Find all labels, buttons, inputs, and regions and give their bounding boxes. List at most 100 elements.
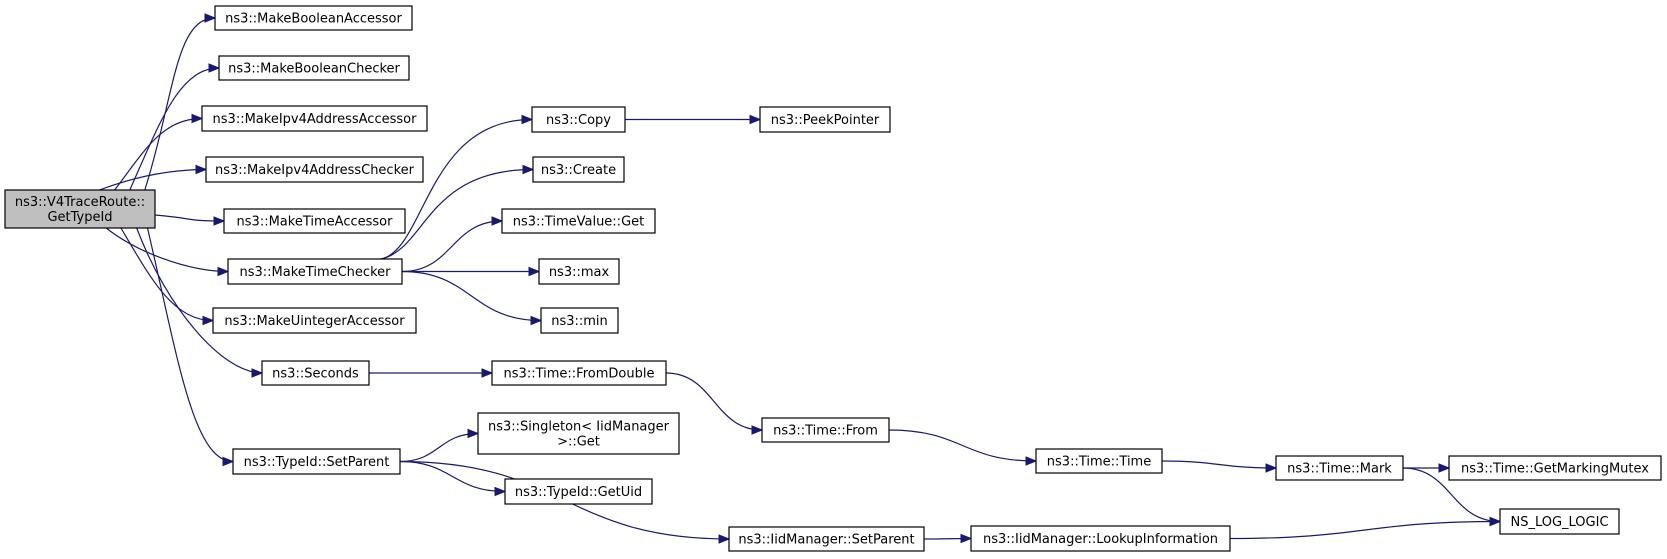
node-label: ns3::MakeIpv4AddressAccessor [213, 112, 418, 127]
node-timevalue-get[interactable]: ns3::TimeValue::Get [501, 208, 656, 234]
node-label: ns3::MakeIpv4AddressChecker [215, 163, 415, 178]
node-label: ns3::V4TraceRoute:: [15, 195, 145, 210]
node-box [970, 525, 1231, 552]
node-iidmanager-set-parent[interactable]: ns3::IidManager::SetParent [728, 526, 925, 552]
node-make-ipv4-address-checker[interactable]: ns3::MakeIpv4AddressChecker [205, 156, 424, 183]
node-make-time-checker[interactable]: ns3::MakeTimeChecker [227, 258, 403, 285]
node-label: ns3::MakeTimeChecker [240, 265, 392, 280]
node-box [532, 156, 625, 183]
node-typeid-set-parent[interactable]: ns3::TypeId::SetParent [232, 448, 401, 475]
node-box [477, 412, 680, 455]
edge-root-to-make_boolean_accessor [144, 17, 216, 191]
arrowhead [222, 456, 235, 467]
node-time-from[interactable]: ns3::Time::From [761, 417, 890, 443]
edge-root-to-make_time_checker [105, 227, 229, 273]
node-create[interactable]: ns3::Create [532, 156, 625, 183]
edge-make_time_checker-to-min [401, 270, 542, 322]
arrowhead [195, 164, 208, 175]
arrowhead [467, 428, 480, 439]
node-label: ns3::Time::Time [1047, 455, 1151, 470]
node-max[interactable]: ns3::max [538, 258, 620, 285]
arrowhead [217, 266, 230, 277]
arrowhead [213, 216, 226, 226]
arrowhead [530, 315, 543, 326]
node-box [1448, 455, 1662, 481]
node-time-from-double[interactable]: ns3::Time::FromDouble [491, 360, 667, 386]
node-seconds[interactable]: ns3::Seconds [261, 360, 370, 386]
edge-make_time_checker-to-create [380, 168, 534, 260]
node-label: ns3::MakeTimeAccessor [237, 215, 394, 230]
arrowhead [522, 164, 535, 175]
node-box [540, 307, 619, 334]
edge-root-to-make_boolean_checker [129, 67, 220, 191]
node-time-mark[interactable]: ns3::Time::Mark [1275, 455, 1404, 481]
edge-make_time_checker-to-copy [380, 118, 533, 260]
node-box [201, 105, 428, 132]
node-min[interactable]: ns3::min [540, 307, 619, 334]
arrowhead [1438, 463, 1451, 473]
node-box [1035, 448, 1163, 474]
node-box [504, 478, 653, 505]
node-box [538, 258, 620, 285]
edge-time_time-to-time_mark [1161, 460, 1277, 469]
edge-iidmanager_lookup_information-to-ns_log_logic [1229, 520, 1501, 540]
arrowhead [491, 216, 504, 226]
node-box [531, 106, 626, 133]
node-box [761, 417, 890, 443]
node-ns-log-logic[interactable]: NS_LOG_LOGIC [1499, 508, 1620, 535]
node-label: ns3::Create [541, 163, 616, 178]
node-make-time-accessor[interactable]: ns3::MakeTimeAccessor [223, 208, 406, 234]
node-label: ns3::Singleton< IidManager [488, 420, 670, 435]
node-label: ns3::PeekPointer [771, 113, 880, 128]
node-time-time[interactable]: ns3::Time::Time [1035, 448, 1163, 474]
arrowhead [1025, 456, 1038, 466]
node-singleton-get[interactable]: ns3::Singleton< IidManager>::Get [477, 412, 680, 455]
node-root[interactable]: ns3::V4TraceRoute::GetTypeId [4, 189, 156, 229]
arrowhead [251, 368, 264, 378]
edge-root-to-make_ipv4_address_checker [99, 168, 207, 191]
edge-root-to-make_time_accessor [154, 214, 225, 222]
arrowhead [202, 315, 215, 326]
node-typeid-get-uid[interactable]: ns3::TypeId::GetUid [504, 478, 653, 505]
arrowhead [751, 425, 764, 435]
node-iidmanager-lookup-information[interactable]: ns3::IidManager::LookupInformation [970, 525, 1231, 552]
node-box [4, 189, 156, 229]
node-label: >::Get [557, 435, 600, 450]
node-make-boolean-checker[interactable]: ns3::MakeBooleanChecker [218, 55, 410, 81]
node-label: ns3::TimeValue::Get [513, 215, 645, 230]
node-peek-pointer[interactable]: ns3::PeekPointer [759, 106, 891, 133]
node-label: NS_LOG_LOGIC [1510, 515, 1608, 530]
node-label: ns3::Time::FromDouble [504, 367, 655, 382]
node-box [218, 55, 410, 81]
arrowhead [494, 486, 507, 497]
node-box [1275, 455, 1404, 481]
node-label: ns3::Seconds [272, 367, 359, 382]
edge-time_mark-to-ns_log_logic [1402, 467, 1501, 523]
node-copy[interactable]: ns3::Copy [531, 106, 626, 133]
node-label: GetTypeId [47, 210, 112, 225]
node-box [205, 156, 424, 183]
node-make-boolean-accessor[interactable]: ns3::MakeBooleanAccessor [214, 5, 413, 31]
node-label: ns3::Time::Mark [1287, 462, 1392, 477]
node-label: ns3::MakeBooleanChecker [228, 62, 400, 77]
node-box [227, 258, 403, 285]
node-make-ipv4-address-accessor[interactable]: ns3::MakeIpv4AddressAccessor [201, 105, 428, 132]
node-label: ns3::TypeId::SetParent [244, 455, 390, 470]
node-time-get-marking-mutex[interactable]: ns3::Time::GetMarkingMutex [1448, 455, 1662, 481]
arrowhead [191, 113, 204, 124]
node-box [232, 448, 401, 475]
node-label: ns3::min [551, 314, 608, 329]
node-box [759, 106, 891, 133]
edge-root-to-typeid_set_parent [146, 227, 234, 463]
arrowhead [749, 114, 762, 125]
edge-root-to-make_ipv4_address_accessor [114, 117, 203, 191]
node-box [728, 526, 925, 552]
node-box [214, 5, 413, 31]
arrowhead [718, 534, 731, 544]
node-box [501, 208, 656, 234]
edge-typeid_set_parent-to-singleton_get [399, 432, 479, 463]
node-label: ns3::Time::GetMarkingMutex [1461, 462, 1649, 477]
edge-root-to-make_uinteger_accessor [120, 227, 214, 322]
node-make-uinteger-accessor[interactable]: ns3::MakeUintegerAccessor [212, 307, 417, 334]
arrowhead [960, 533, 973, 544]
